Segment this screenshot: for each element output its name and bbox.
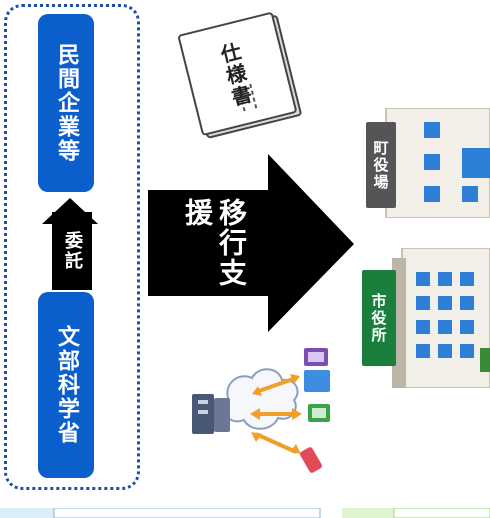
mext-label: 文部科学省 (54, 325, 79, 445)
town-office-building-icon (366, 108, 490, 218)
migration-support-arrow (148, 154, 354, 332)
town-office-sign-box: 町役場 (366, 122, 396, 208)
specification-document-icon (178, 12, 302, 139)
private-companies-label: 民間企業等 (54, 43, 79, 163)
city-office-sign-box: 市役所 (362, 270, 396, 366)
migration-support-label-box: 移行支援 (164, 198, 264, 298)
city-office-sign: 市役所 (369, 292, 388, 344)
city-office-building-icon (362, 248, 490, 388)
mext-box: 文部科学省 (38, 292, 94, 478)
bottom-panel-edges (0, 508, 490, 518)
private-companies-box: 民間企業等 (38, 14, 94, 192)
migration-support-label: 移行支援 (181, 198, 248, 288)
specification-document-title: 仕様書 (215, 40, 255, 111)
town-office-sign: 町役場 (371, 139, 390, 191)
outsourcing-group-frame (4, 4, 140, 490)
cloud-network-icon (192, 348, 330, 473)
outsourcing-label: 委託 (62, 231, 83, 271)
outsourcing-label-box: 委託 (52, 212, 92, 290)
